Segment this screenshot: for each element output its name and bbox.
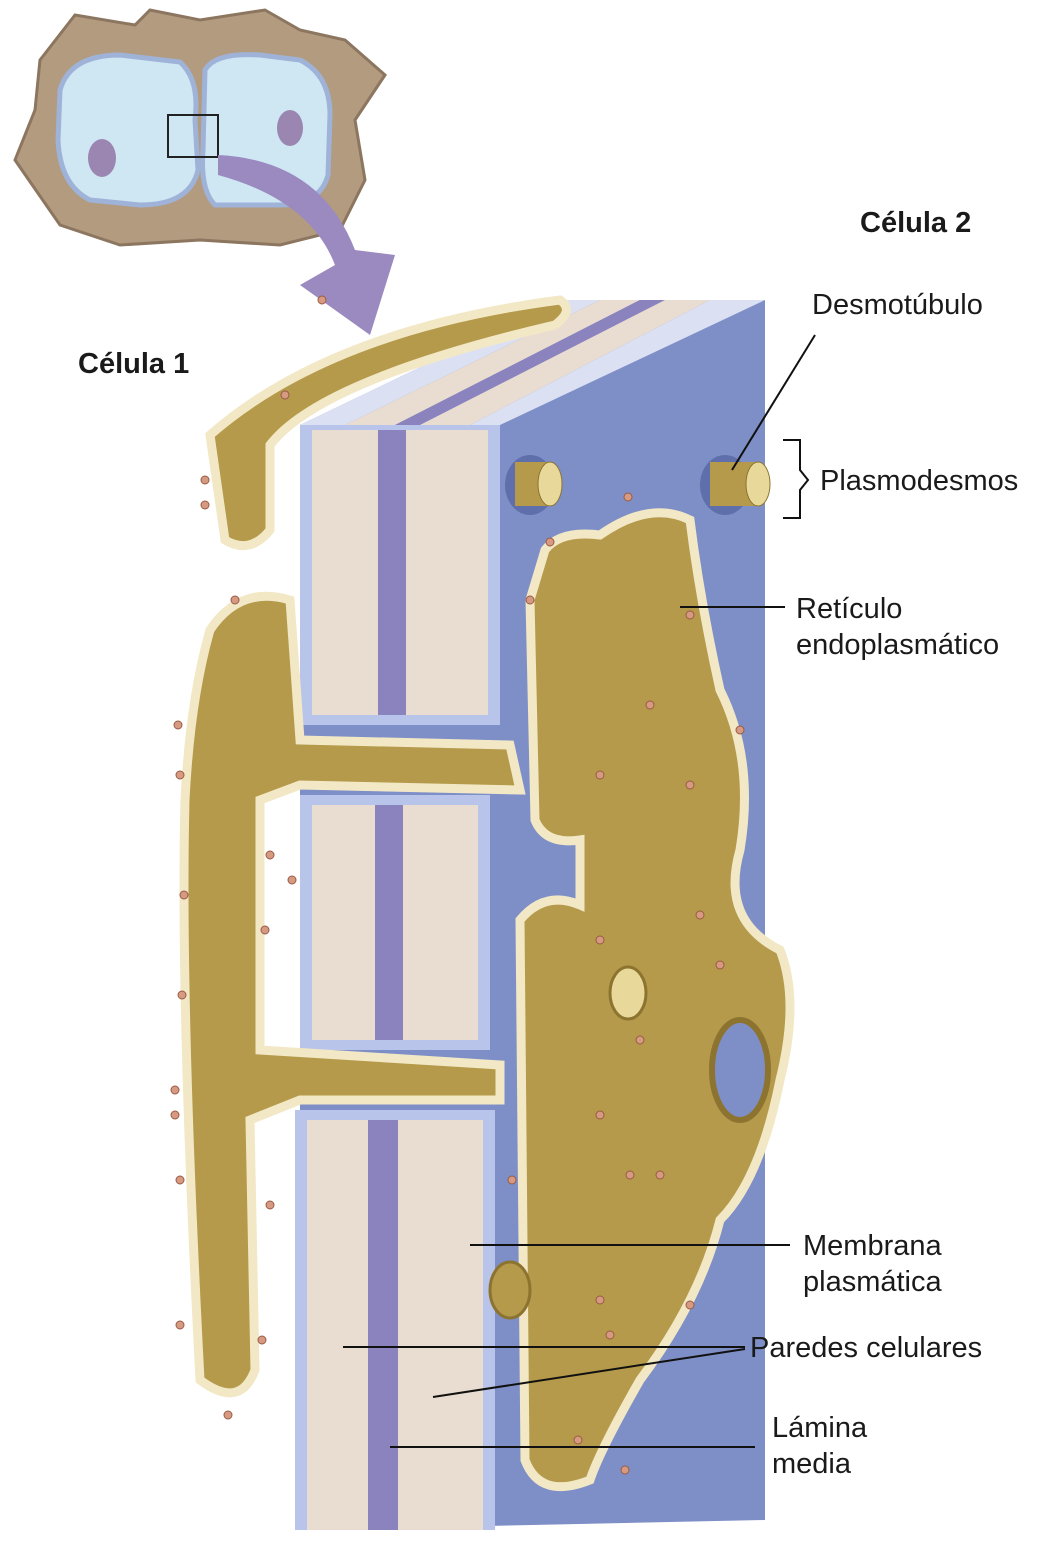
wall-segment-bottom [295, 1110, 495, 1530]
middle-lamella-label-line2: media [772, 1448, 851, 1480]
tissue-inset [13, 8, 387, 247]
wall-segment-middle [300, 795, 490, 1050]
er-cell-2 [488, 508, 795, 1492]
cell-1-inset [55, 52, 201, 208]
desmotubule-label: Desmotúbulo [812, 289, 983, 321]
er-label-line2: endoplasmático [796, 629, 1000, 661]
membrane-label-line2: plasmática [803, 1266, 942, 1298]
plasmodesmata-label: Plasmodesmos [820, 465, 1019, 497]
cell-walls-label: Paredes celulares [750, 1332, 983, 1364]
leader-lines [343, 334, 816, 1448]
cell-2-label: Célula 2 [860, 207, 972, 239]
nucleus-1 [88, 139, 116, 177]
middle-lamella-label-line1: Lámina [772, 1412, 868, 1444]
wall-segment-top [300, 425, 500, 725]
er-label-line1: Retículo [796, 593, 903, 625]
ribosomes [170, 295, 745, 1475]
zoom-arrow [218, 155, 395, 335]
cell-1-label: Célula 1 [78, 348, 190, 380]
nucleus-2 [277, 110, 303, 146]
er-cell-1 [179, 295, 571, 1398]
zoom-box [167, 114, 219, 158]
membrane-label-line1: Membrana [803, 1230, 942, 1262]
